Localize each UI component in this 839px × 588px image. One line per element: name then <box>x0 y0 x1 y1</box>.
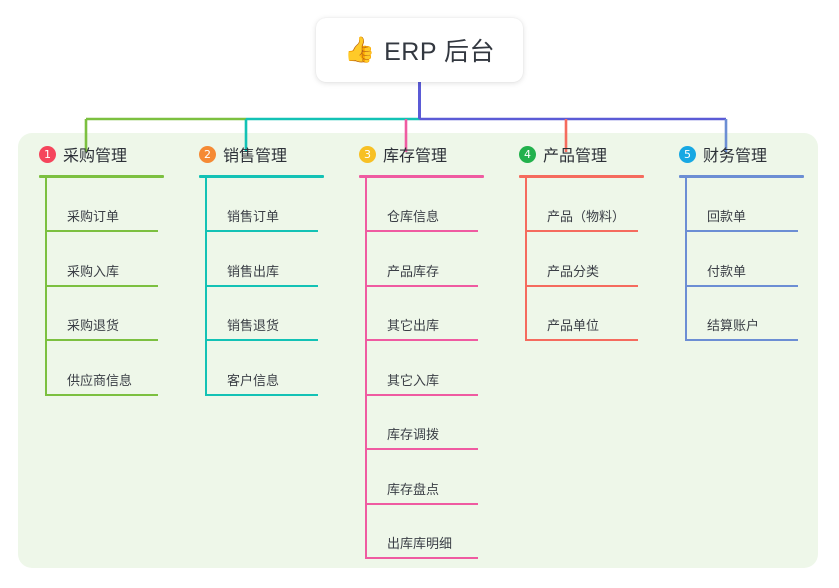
leaf-underline <box>365 557 478 559</box>
leaf-underline <box>365 284 478 287</box>
branch-underline <box>199 175 324 178</box>
leaf-underline <box>365 448 478 450</box>
branch-column-1: 1 采购管理采购订单采购入库采购退货供应商信息 <box>18 142 178 396</box>
leaf-label: 库存调拨 <box>387 427 440 442</box>
leaf-underline <box>525 230 638 232</box>
branch-spine <box>365 178 367 559</box>
branch-spine <box>205 178 207 396</box>
leaf-label: 产品库存 <box>387 263 440 279</box>
branch-underline <box>359 175 484 178</box>
leaf-label: 其它出库 <box>387 318 440 333</box>
branch-column-2: 2 销售管理销售订单销售出库销售退货客户信息 <box>178 142 338 396</box>
leaf-label: 产品单位 <box>547 318 600 333</box>
branch-spine <box>45 178 47 396</box>
branch-header-4[interactable]: 4 产品管理 <box>498 142 658 166</box>
branch-spine <box>685 178 687 341</box>
branch-title: 销售管理 <box>223 148 288 165</box>
branch-header-2[interactable]: 2 销售管理 <box>178 142 338 166</box>
branch-header-5[interactable]: 5 财务管理 <box>658 142 818 166</box>
leaf-underline <box>525 284 638 287</box>
leaf-label: 付款单 <box>707 263 747 279</box>
leaf-label: 产品（物料） <box>547 209 626 224</box>
leaf-label: 出库库明细 <box>387 536 453 551</box>
leaf-underline <box>205 230 318 232</box>
leaf-underline <box>205 284 318 287</box>
leaf-underline <box>45 339 158 341</box>
leaf-underline <box>525 339 638 341</box>
branch-number-badge: 1 <box>39 145 56 163</box>
branch-column-3: 3 库存管理仓库信息产品库存其它出库其它入库库存调拨库存盘点出库库明细 <box>338 142 498 559</box>
branch-number-badge: 4 <box>519 145 536 163</box>
branch-number-badge: 3 <box>359 145 376 163</box>
branch-number-badge: 5 <box>679 145 696 163</box>
leaf-underline <box>365 339 478 341</box>
branch-column-4: 4 产品管理产品（物料） 产品分类产品单位 <box>498 142 658 341</box>
branch-title: 采购管理 <box>63 148 128 165</box>
branch-underline <box>519 175 644 178</box>
leaf-label: 销售订单 <box>227 209 280 224</box>
leaf-label: 采购订单 <box>67 209 120 224</box>
leaf-label: 销售退货 <box>227 318 280 333</box>
branch-header-3[interactable]: 3 库存管理 <box>338 142 498 166</box>
branch-header-1[interactable]: 1 采购管理 <box>18 142 178 166</box>
leaf-label: 其它入库 <box>387 372 440 388</box>
leaf-label: 采购入库 <box>67 263 120 279</box>
branch-underline <box>39 175 164 178</box>
leaf-label: 回款单 <box>707 209 747 224</box>
leaf-underline <box>205 339 318 341</box>
leaf-underline <box>45 393 158 396</box>
leaf-underline <box>685 230 798 232</box>
leaf-underline <box>45 230 158 232</box>
branch-column-5: 5 财务管理回款单付款单结算账户 <box>658 142 818 341</box>
branch-title: 财务管理 <box>703 148 768 165</box>
leaf-label: 销售出库 <box>227 263 280 279</box>
leaf-underline <box>685 339 798 341</box>
root-node[interactable]: 👍 ERP 后台 <box>316 18 523 82</box>
leaf-label: 产品分类 <box>547 263 600 279</box>
branch-number-badge: 2 <box>199 145 216 163</box>
leaf-underline <box>365 502 478 505</box>
branch-spine <box>525 178 527 341</box>
leaf-label: 供应商信息 <box>67 372 133 388</box>
leaf-label: 仓库信息 <box>387 209 440 224</box>
leaf-label: 结算账户 <box>707 318 760 333</box>
leaf-underline <box>365 393 478 396</box>
branch-title: 库存管理 <box>383 148 448 165</box>
leaf-label: 库存盘点 <box>387 481 440 497</box>
diagram-background-panel <box>18 133 818 568</box>
branch-title: 产品管理 <box>543 148 608 165</box>
leaf-underline <box>45 284 158 287</box>
leaf-underline <box>205 393 318 396</box>
leaf-label: 客户信息 <box>227 372 280 388</box>
root-title: ERP 后台 <box>384 38 496 66</box>
thumbs-up-icon: 👍 <box>343 35 376 64</box>
leaf-label: 采购退货 <box>67 318 120 333</box>
branch-underline <box>679 175 804 178</box>
leaf-underline <box>365 230 478 232</box>
leaf-underline <box>685 284 798 287</box>
